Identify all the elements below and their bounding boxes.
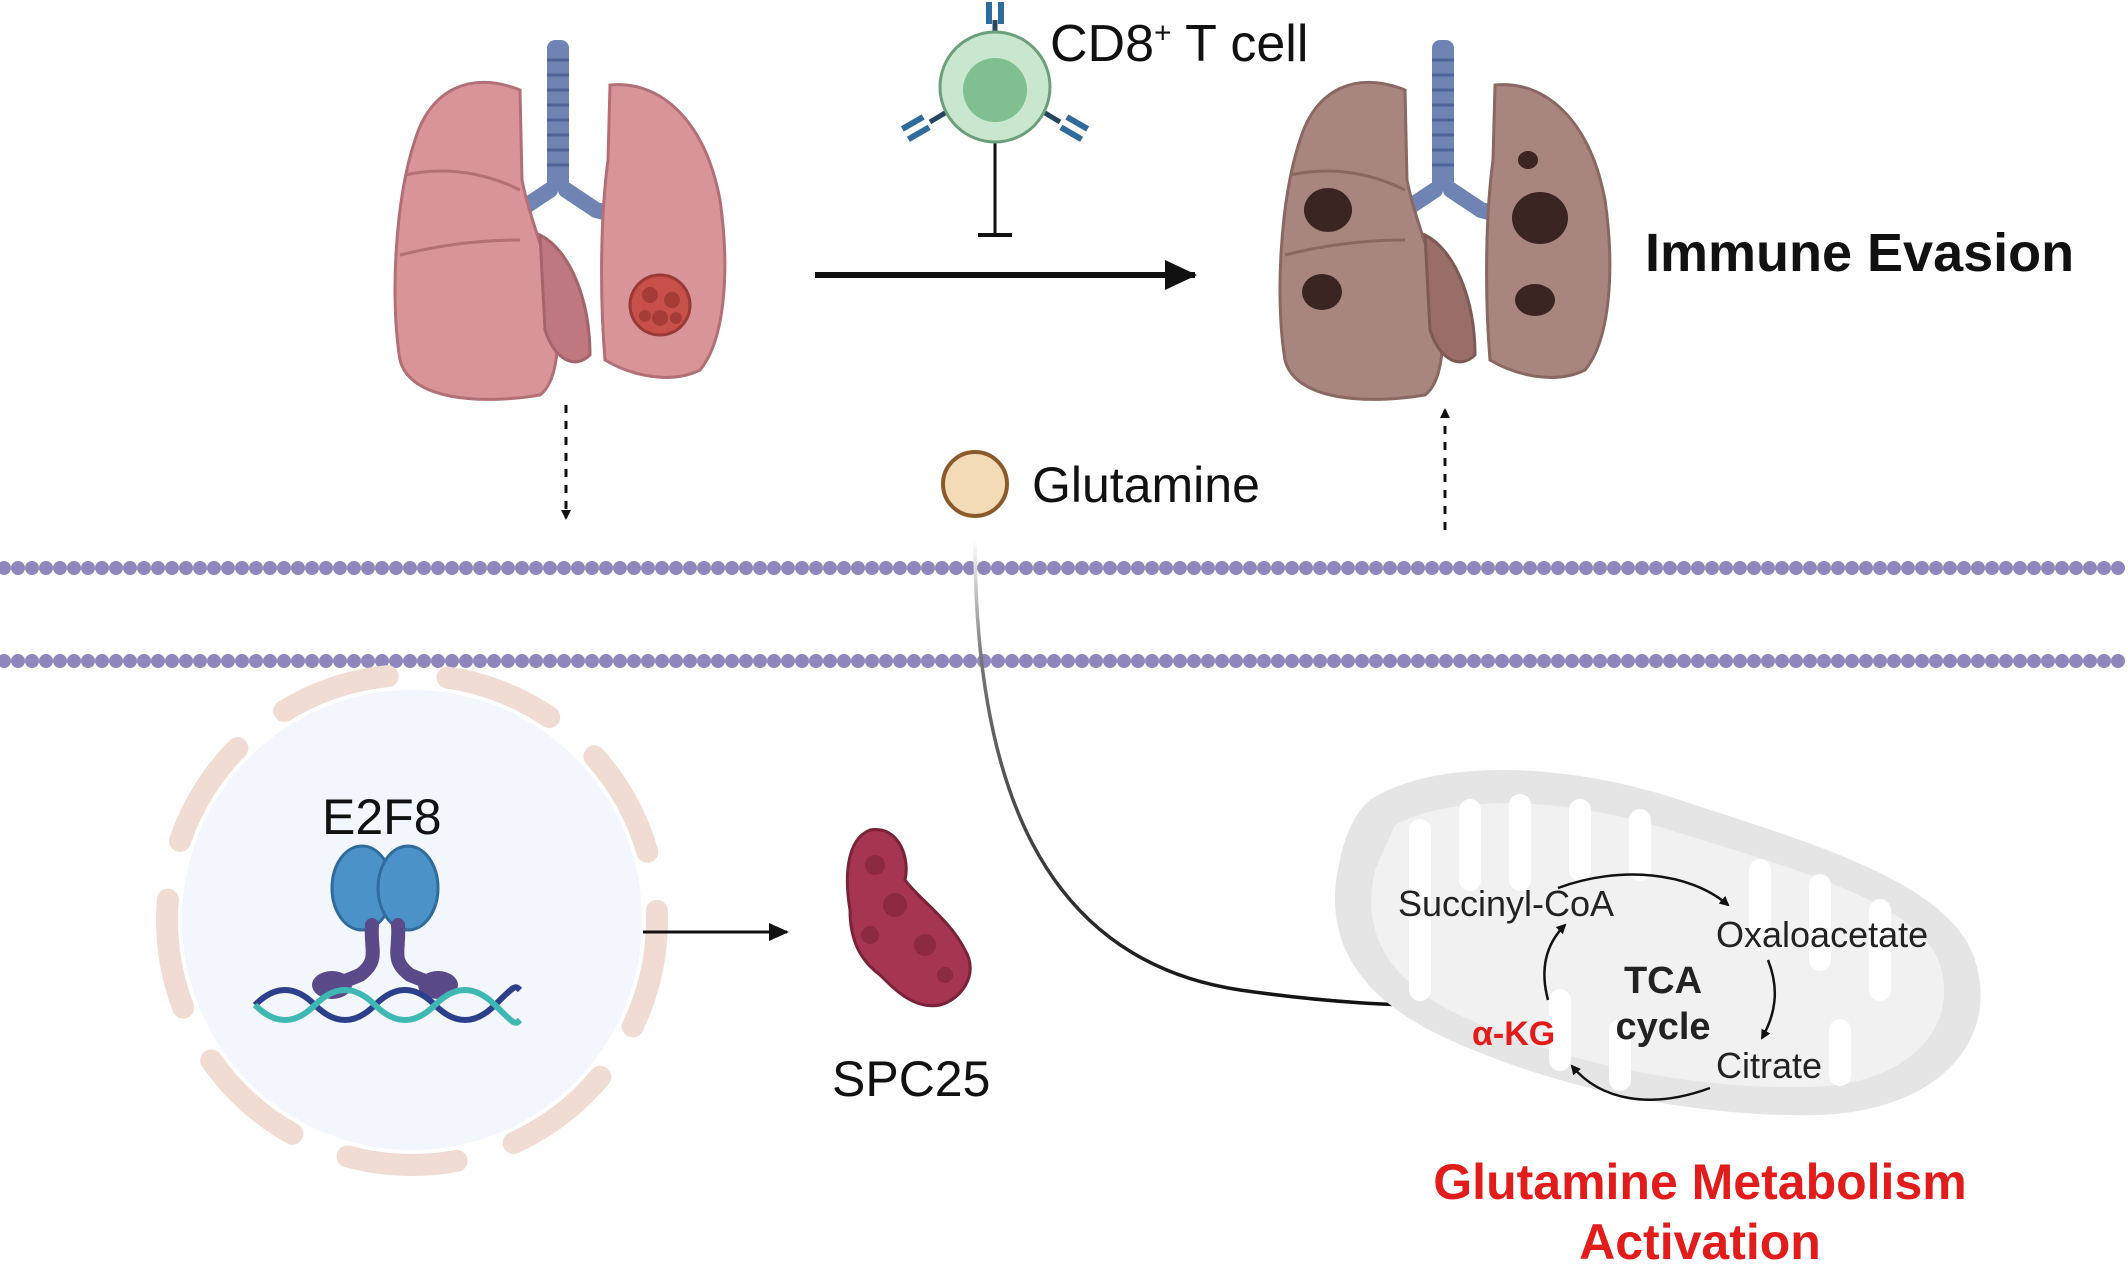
e2f8-label: E2F8 (322, 789, 442, 845)
mitochondrion-icon (1334, 770, 1981, 1116)
gma-line-2: Activation (1579, 1214, 1821, 1270)
tca-line-2: cycle (1615, 1006, 1711, 1048)
spc25-label: SPC25 (832, 1051, 991, 1107)
glutamine-uptake-curve (973, 539, 1463, 1009)
e2f8-protein-icon (312, 844, 458, 999)
tca-cycle-label: TCA cycle (1608, 958, 1718, 1050)
healthy-lung-icon (393, 40, 727, 401)
dna-helix-icon (252, 984, 523, 1026)
alpha-kg-label: α-KG (1472, 1015, 1556, 1053)
immune-evasion-label: Immune Evasion (1645, 223, 2075, 283)
glutamine-label: Glutamine (1032, 457, 1260, 513)
citrate-label: Citrate (1716, 1045, 1823, 1086)
tumor-icon (628, 273, 692, 337)
glutamine-metabolism-activation-label: Glutamine Metabolism Activation (1380, 1152, 2020, 1272)
oxaloacetate-label: Oxaloacetate (1716, 914, 1929, 955)
tca-line-1: TCA (1623, 960, 1703, 1002)
cd8-tcell-label: CD8+ T cell (1050, 15, 1309, 73)
succinyl-coa-label: Succinyl-CoA (1398, 883, 1615, 924)
gma-line-1: Glutamine Metabolism (1433, 1154, 1967, 1210)
tcell-icon (900, 2, 1090, 237)
cell-membrane (0, 561, 2128, 668)
spc25-protein-icon (845, 828, 972, 1008)
glutamine-icon (941, 450, 1009, 518)
tumor-lung-icon (1278, 40, 1612, 401)
tca-cycle-arrows (1543, 873, 1777, 1101)
